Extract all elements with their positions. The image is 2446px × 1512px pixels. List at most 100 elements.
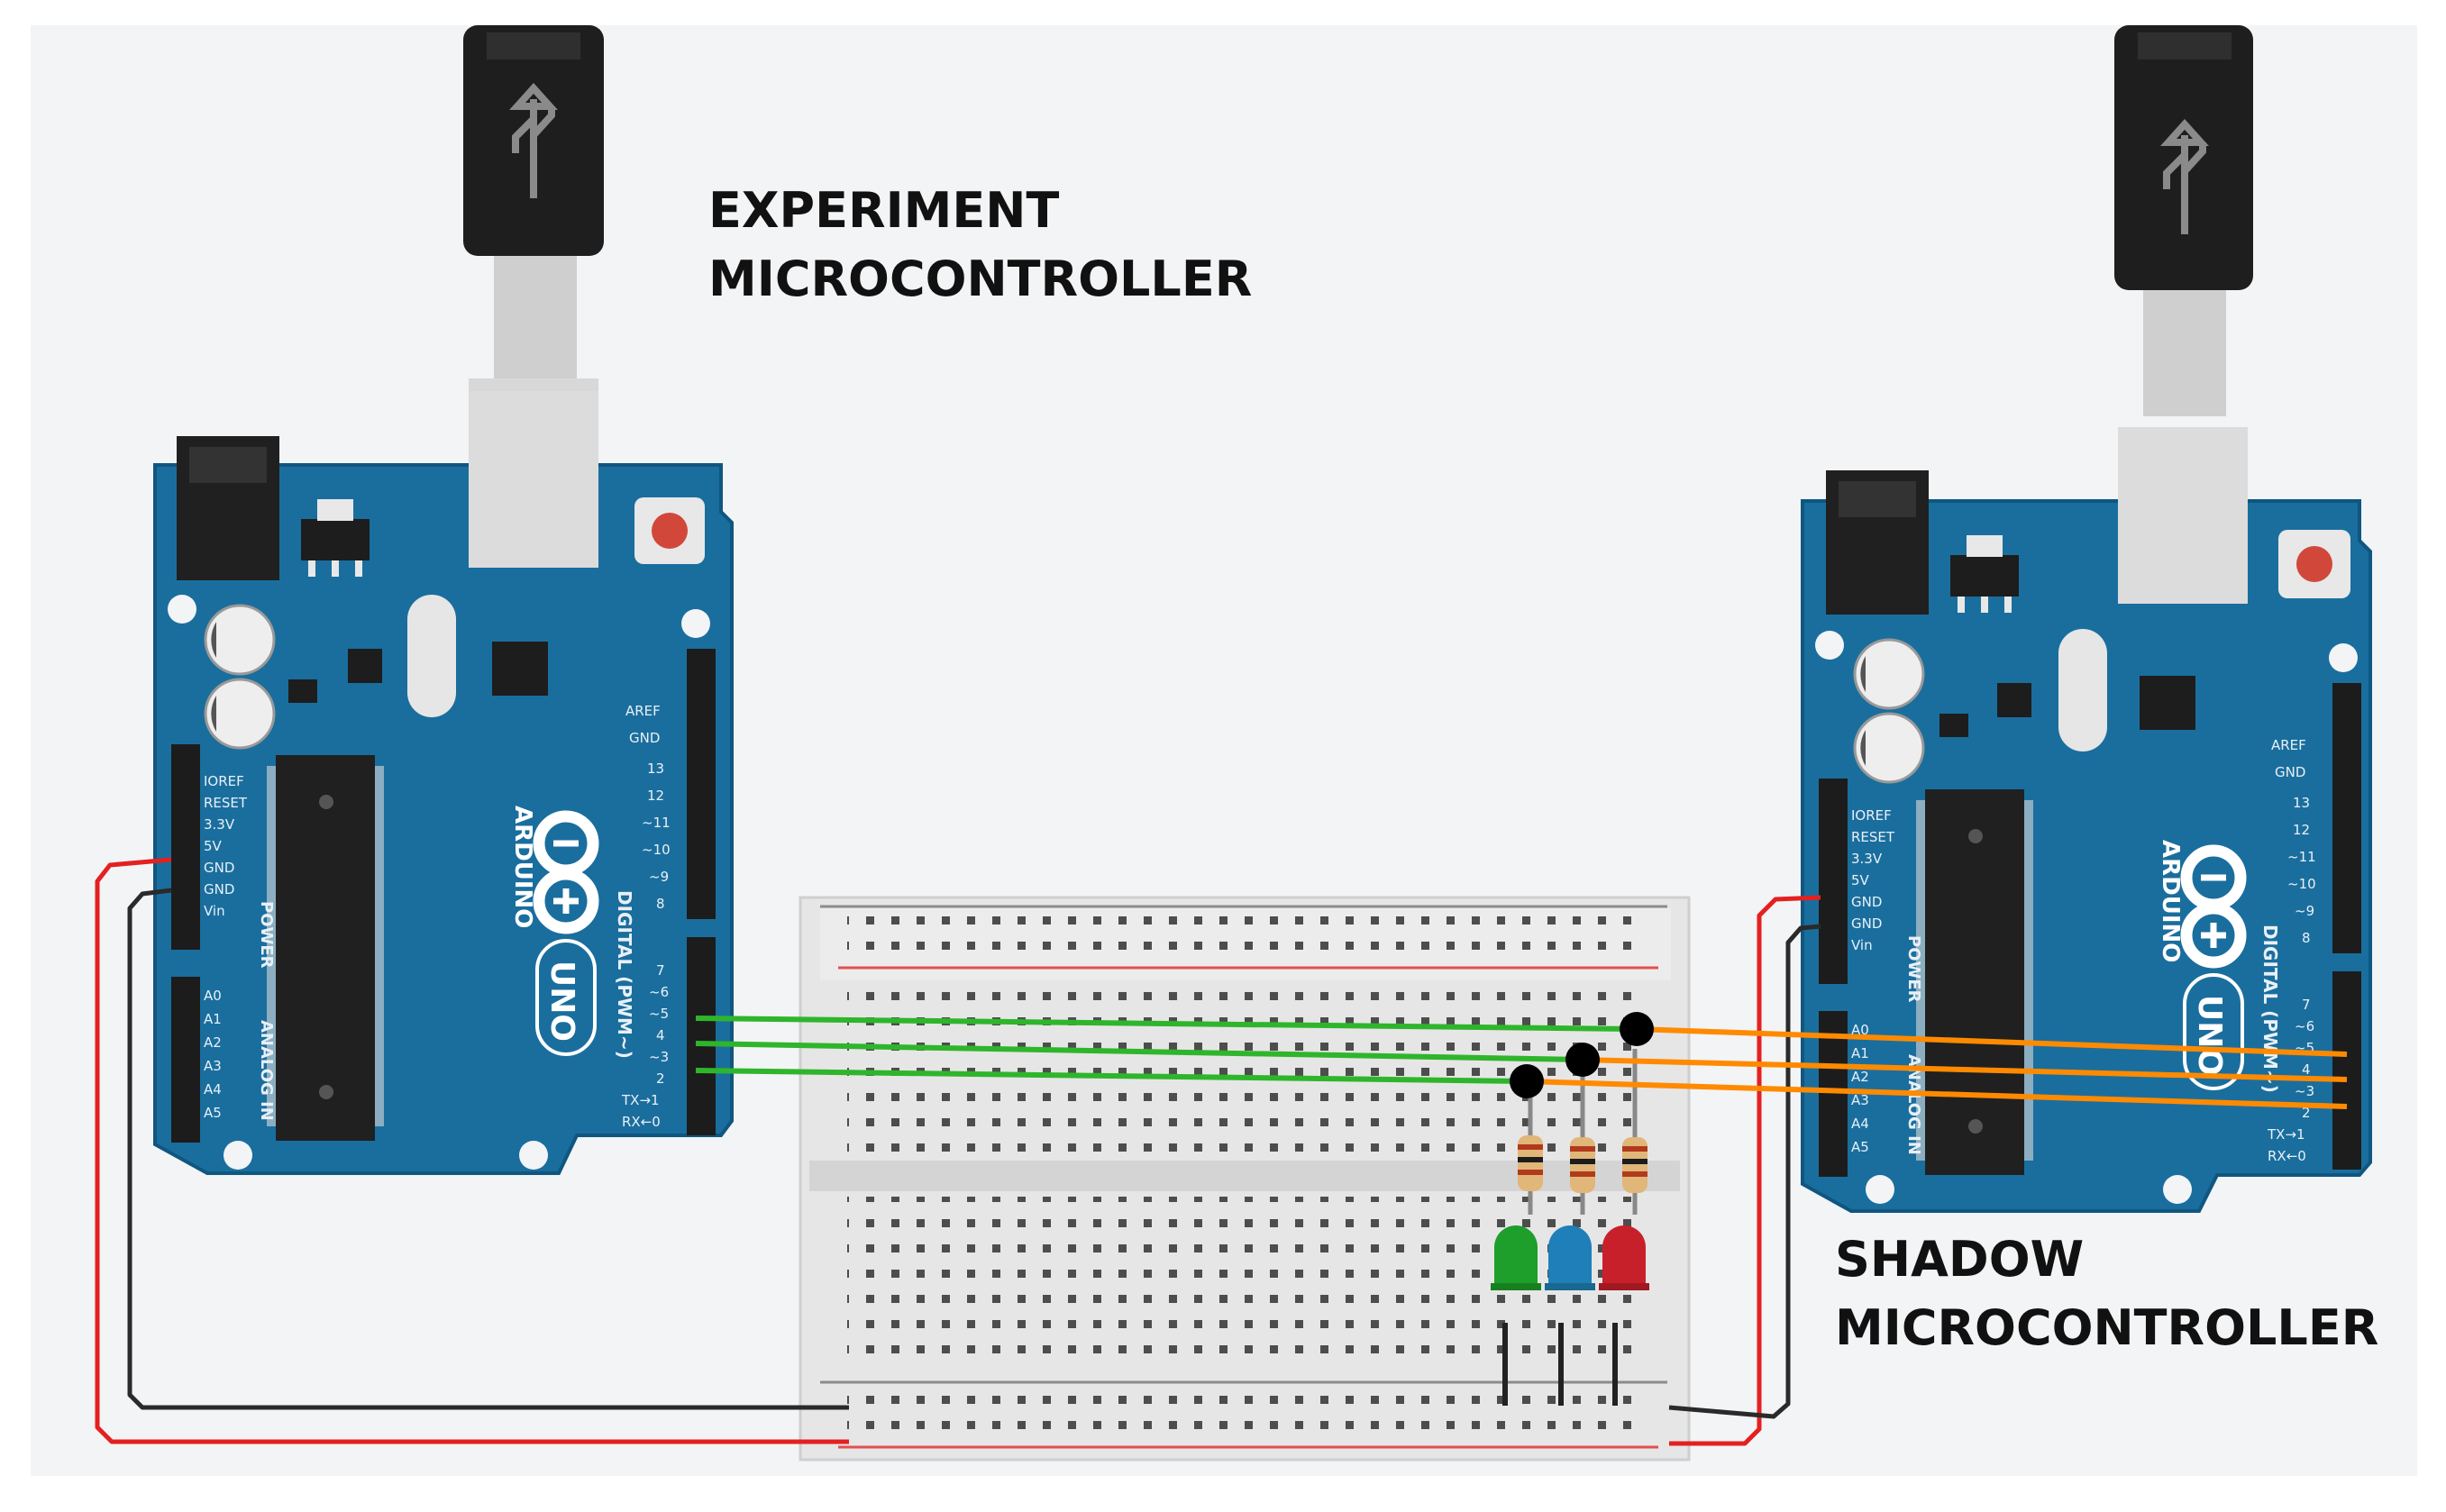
pin-label: 3.3V: [1851, 851, 1883, 867]
pin-label: TX→1: [621, 1092, 660, 1108]
pin-label: A1: [1851, 1045, 1869, 1061]
led-green-icon: [1491, 1225, 1541, 1290]
pin-label: 4: [656, 1027, 665, 1043]
pin-label: 7: [2302, 997, 2311, 1013]
black-ground-wires: [127, 888, 1821, 1419]
pin-label: ~3: [649, 1049, 669, 1065]
brand-label: ARDUINO: [509, 806, 536, 928]
pin-label: GND: [204, 860, 234, 876]
resistors: [1518, 1049, 1647, 1215]
pin-label: A5: [1851, 1139, 1869, 1155]
led-blue-icon: [1545, 1225, 1595, 1290]
power-label: POWER: [257, 901, 276, 969]
pin-label: 12: [2293, 822, 2310, 838]
pin-label: GND: [2275, 764, 2305, 780]
pin-label: A0: [1851, 1022, 1869, 1038]
pin-label: ~10: [2287, 876, 2316, 892]
pin-label: 12: [647, 788, 664, 804]
caption-line: SHADOW: [1835, 1231, 2085, 1288]
analog-in-label: ANALOG IN: [257, 1020, 276, 1121]
pin-label: ~6: [2295, 1018, 2314, 1034]
led-ground-wires: [1502, 1323, 1618, 1406]
pin-label: RX←0: [622, 1114, 661, 1130]
pin-label: GND: [1851, 915, 1882, 932]
pin-label: A3: [204, 1058, 222, 1074]
resistor-icon: [1570, 1070, 1595, 1215]
red-power-wires: [95, 857, 1821, 1446]
pin-label: A3: [1851, 1092, 1869, 1108]
model-label: UNO: [543, 961, 580, 1042]
digital-pwm-label: DIGITAL (PWM~): [614, 890, 635, 1059]
resistor-icon: [1518, 1090, 1543, 1215]
power-header: [1819, 779, 1848, 984]
analog-in-label: ANALOG IN: [1904, 1054, 1923, 1155]
caption-line: MICROCONTROLLER: [1835, 1299, 2379, 1356]
pin-label: 5V: [204, 838, 223, 854]
pin-label: GND: [629, 730, 660, 746]
pin-label: A4: [204, 1081, 222, 1098]
pin-label: 3.3V: [204, 816, 235, 833]
pin-label: ~5: [649, 1006, 669, 1022]
microcontroller-chip-icon: [1925, 789, 2024, 1175]
orange-signal-wires: [1526, 1026, 2348, 1109]
digital-pwm-label: DIGITAL (PWM~): [2259, 925, 2281, 1093]
pin-label: AREF: [625, 703, 661, 719]
digital-header-top: [687, 649, 716, 919]
pin-label: 13: [2293, 795, 2310, 811]
resistor-icon: [1622, 1049, 1647, 1215]
arduino-logo-icon: [533, 810, 599, 934]
pin-label: 5V: [1851, 872, 1870, 888]
model-label: UNO: [2191, 995, 2228, 1076]
pin-label: A2: [204, 1034, 222, 1051]
pin-label: TX→1: [2267, 1126, 2305, 1143]
pin-label: ~11: [2287, 849, 2316, 865]
leds: [1491, 1225, 1649, 1290]
pin-label: 7: [656, 962, 665, 979]
pin-label: ~3: [2295, 1083, 2314, 1099]
shadow-caption: SHADOW MICROCONTROLLER: [1835, 1225, 2378, 1362]
pin-label: 8: [2302, 930, 2311, 946]
experiment-arduino-board: IOREF RESET 3.3V 5V GND GND Vin A0 A1 A2…: [153, 25, 734, 1175]
pin-label: Vin: [204, 903, 225, 919]
pin-label: 8: [656, 896, 665, 912]
pin-label: Vin: [1851, 937, 1873, 953]
microcontroller-chip-icon: [276, 755, 375, 1141]
junction-dots: [1510, 1012, 1654, 1098]
pin-label: A0: [204, 988, 222, 1004]
pin-label: A5: [204, 1105, 222, 1121]
pin-label: ~9: [649, 869, 669, 885]
pin-label: 2: [2302, 1105, 2311, 1121]
brand-label: ARDUINO: [2157, 840, 2184, 962]
pin-label: 2: [656, 1070, 665, 1087]
pin-label: ~9: [2295, 903, 2314, 919]
pin-label: RESET: [204, 795, 248, 811]
pin-label: A1: [204, 1011, 222, 1027]
power-header: [171, 744, 200, 950]
pin-label: AREF: [2271, 737, 2306, 753]
pin-label: IOREF: [1851, 807, 1892, 824]
pin-label: 4: [2302, 1061, 2311, 1078]
pin-label: RESET: [1851, 829, 1895, 845]
pin-label: A4: [1851, 1116, 1869, 1132]
arduino-logo-icon: [2180, 844, 2247, 969]
caption-line: EXPERIMENT: [708, 182, 1060, 239]
pin-label: ~10: [642, 842, 671, 858]
pin-label: ~6: [649, 984, 669, 1000]
digital-header-bottom: [2332, 971, 2361, 1170]
pin-label: A2: [1851, 1069, 1869, 1085]
digital-header-bottom: [687, 937, 716, 1135]
experiment-caption: EXPERIMENT MICROCONTROLLER: [708, 177, 1252, 314]
pin-label: IOREF: [204, 773, 244, 789]
power-label: POWER: [1904, 935, 1923, 1003]
pin-label: GND: [1851, 894, 1882, 910]
breadboard: [799, 896, 1691, 1462]
shadow-arduino-board: IOREF RESET 3.3V 5V GND GND Vin A0 A1 A2…: [1801, 25, 2372, 1213]
analog-header: [171, 977, 200, 1143]
caption-line: MICROCONTROLLER: [708, 250, 1253, 307]
pin-label: 13: [647, 761, 664, 777]
digital-header-top: [2332, 683, 2361, 953]
led-red-icon: [1599, 1225, 1649, 1290]
pin-label: RX←0: [2268, 1148, 2306, 1164]
pin-label: GND: [204, 881, 234, 897]
